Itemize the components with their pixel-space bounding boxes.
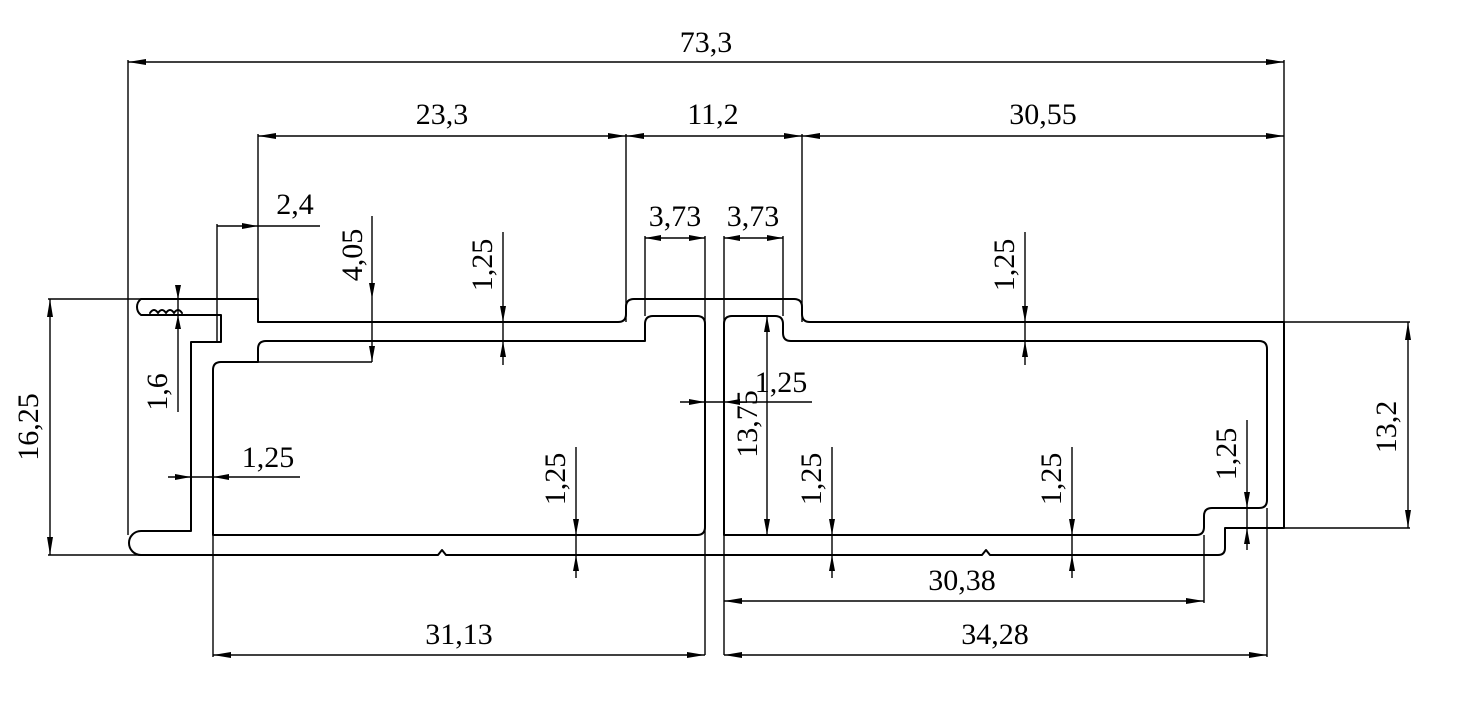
dim-lip: 2,4	[276, 188, 314, 221]
dim-right-bottom-width: 30,38	[928, 564, 996, 597]
dim-left-top-width: 23,3	[416, 98, 469, 131]
dim-right-total-width: 34,28	[961, 618, 1029, 651]
dim-bottom-wall-left: 1,25	[539, 453, 572, 506]
dim-middle-gap: 11,2	[687, 98, 738, 131]
dimension-labels: 73,3 23,3 11,2 30,55 2,4 4,05 3,73 3,73 …	[12, 26, 1403, 651]
dim-groove-height: 1,6	[141, 373, 174, 411]
dim-top-wall-left: 1,25	[466, 239, 499, 292]
lock-groove	[136, 298, 185, 316]
dim-overall-height: 16,25	[12, 393, 45, 461]
dim-right-slot-width: 3,73	[727, 200, 780, 233]
dim-center-wall: 1,25	[755, 366, 808, 399]
right-chamber	[723, 315, 1268, 536]
dim-overall-width: 73,3	[680, 26, 733, 59]
dim-right-inner-height: 13,75	[731, 390, 764, 458]
dim-right-height: 13,2	[1370, 401, 1403, 454]
dim-bottom-wall-mid: 1,25	[795, 453, 828, 506]
profile-outline	[128, 298, 1285, 556]
dim-right-step-wall: 1,25	[1210, 428, 1243, 481]
dimension-lines	[47, 59, 1411, 658]
dim-top-wall-right: 1,25	[988, 239, 1021, 292]
dim-bottom-wall-right: 1,25	[1035, 453, 1068, 506]
dim-right-top-width: 30,55	[1009, 98, 1077, 131]
dim-left-slot-width: 3,73	[649, 200, 702, 233]
dim-inner-wall-left: 1,25	[242, 441, 295, 474]
left-chamber	[212, 315, 706, 536]
dim-left-bottom-width: 31,13	[425, 618, 493, 651]
groove-teeth	[149, 309, 183, 314]
outer-contour	[128, 298, 1285, 556]
dim-left-step-height: 4,05	[336, 229, 369, 282]
